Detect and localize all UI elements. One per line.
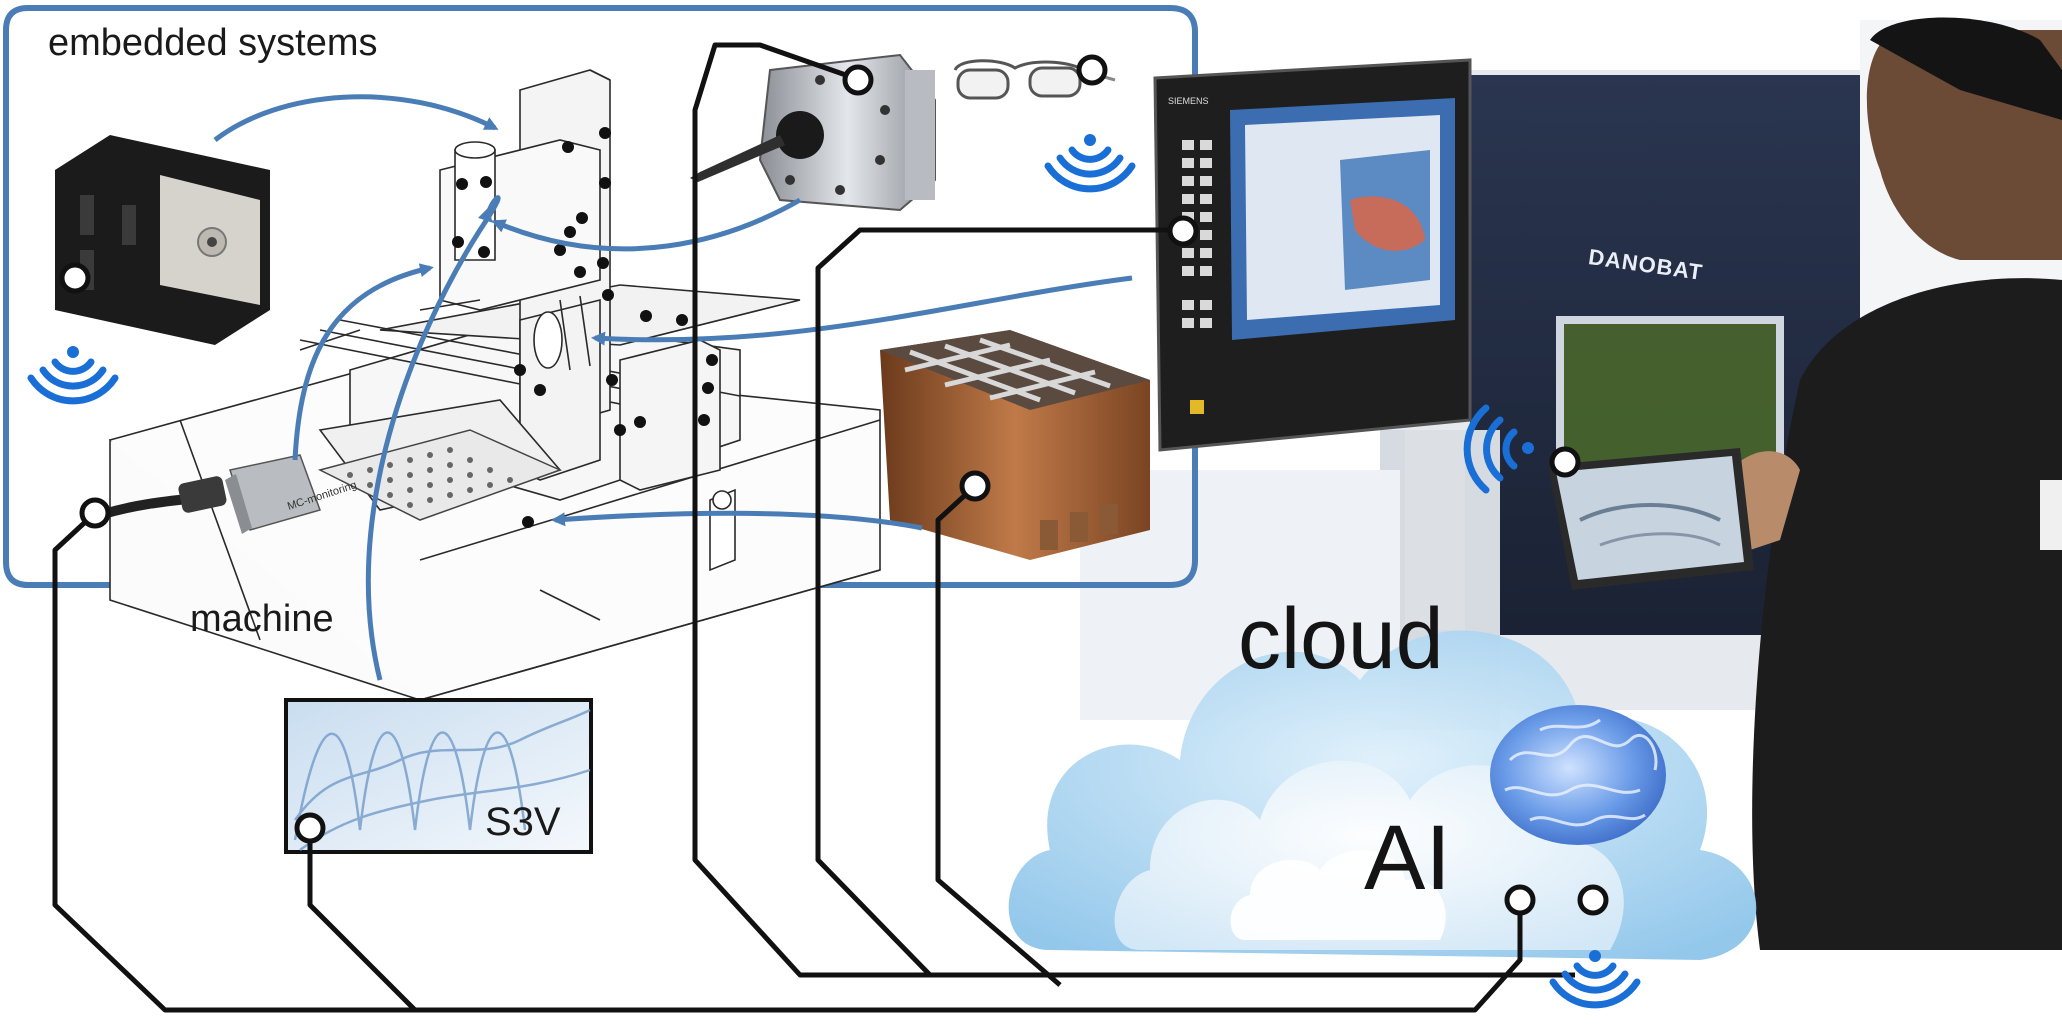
hmi-panel <box>1153 58 1472 630</box>
machine-label: machine <box>190 598 334 640</box>
tablet-device <box>1548 448 1754 590</box>
wifi-icon-embedded-box <box>27 346 119 405</box>
connection-node-icon <box>1504 884 1536 916</box>
connection-node-icon <box>1076 54 1108 86</box>
wifi-icon-tablet <box>1463 404 1534 494</box>
connection-node-icon <box>79 497 111 529</box>
connection-node-icon <box>842 64 874 96</box>
hmi-brand-label: SIEMENS <box>1168 96 1209 106</box>
embedded-systems-frame <box>3 5 1198 588</box>
brain-icon <box>1490 705 1666 845</box>
connection-node-icons <box>59 54 1609 916</box>
flow-arrows <box>213 94 1133 681</box>
connection-node-icon <box>1549 446 1581 478</box>
connection-lines <box>52 42 1575 1013</box>
copper-heatsink-device <box>880 330 1150 560</box>
s3v-box <box>284 698 593 854</box>
perforated-table <box>317 429 563 521</box>
connection-node-icon <box>294 812 326 844</box>
vibration-sensor-device <box>98 454 321 534</box>
embedded-systems-label: embedded systems <box>48 22 378 64</box>
machine-sensor-dots <box>452 127 718 528</box>
ai-label: AI <box>1364 807 1451 909</box>
connection-node-icon <box>959 470 991 502</box>
wifi-icon-cloud <box>1549 950 1641 1009</box>
s3v-label: S3V <box>485 800 561 844</box>
connection-node-icon <box>1577 884 1609 916</box>
embedded-box-device <box>55 135 270 345</box>
spindle-device <box>690 53 936 212</box>
cloud-label: cloud <box>1238 591 1444 687</box>
connection-node-icon <box>59 262 91 294</box>
connection-node-icon <box>1167 215 1199 247</box>
wifi-icon-glasses <box>1044 134 1136 193</box>
